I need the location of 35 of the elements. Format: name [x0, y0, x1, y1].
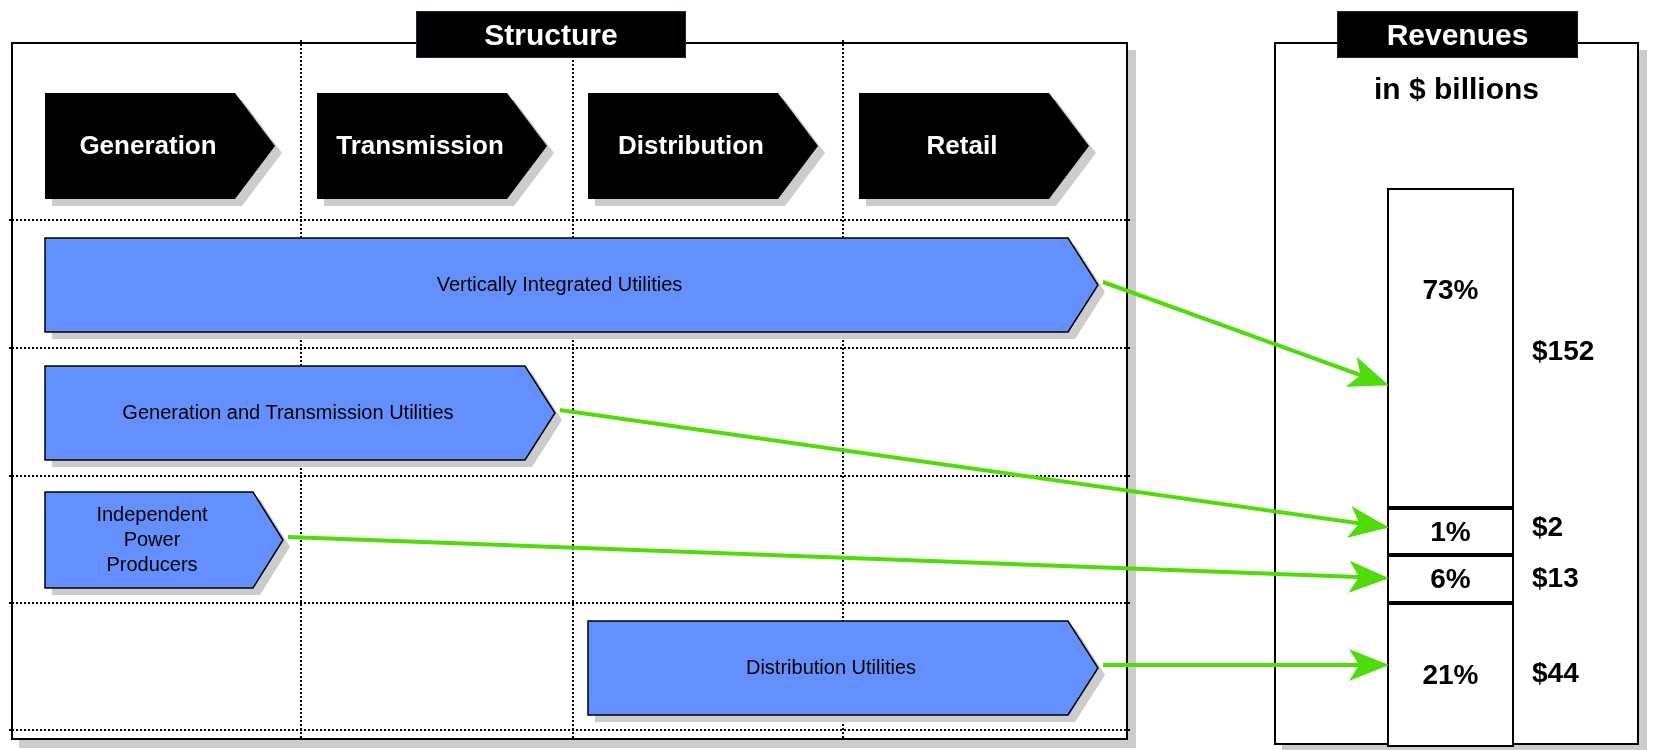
panel-title: Structure [416, 11, 686, 58]
panel-title: Revenues [1337, 11, 1578, 58]
stage-box [316, 92, 554, 206]
segment-label: Distribution Utilities [745, 654, 917, 680]
stage-box [858, 92, 1096, 206]
stage-label: Generation [79, 128, 217, 162]
arrow [287, 535, 1389, 593]
stage-box [587, 92, 825, 206]
bar-segment [1387, 603, 1514, 747]
segment-label: Independent Power Producers [95, 501, 209, 577]
revenue-value: $2 [1532, 513, 1564, 541]
revenue-value: $44 [1532, 659, 1579, 687]
segment-band [587, 620, 1105, 722]
bar-segment [1387, 508, 1514, 555]
segment-band [44, 365, 562, 467]
segment-label: Vertically Integrated Utilities [436, 271, 683, 297]
panel-subtitle: in $ billions [1373, 74, 1540, 104]
percent-label: 6% [1430, 565, 1471, 593]
arrow [1102, 280, 1389, 387]
percent-label: 21% [1422, 661, 1479, 689]
stage-label: Transmission [336, 128, 504, 162]
bar-segment [1387, 188, 1514, 508]
segment-band [44, 237, 1105, 339]
arrow [1103, 649, 1389, 681]
segment-band [44, 491, 290, 595]
revenue-value: $13 [1532, 564, 1579, 592]
revenue-value: $152 [1532, 337, 1595, 365]
stage-label: Retail [926, 128, 998, 162]
percent-label: 1% [1430, 517, 1471, 546]
bar-segment [1387, 555, 1514, 603]
segment-label: Generation and Transmission Utilities [122, 399, 454, 425]
stage-box [44, 92, 282, 206]
percent-label: 73% [1422, 276, 1479, 304]
stage-label: Distribution [618, 128, 764, 162]
arrow [559, 408, 1389, 538]
